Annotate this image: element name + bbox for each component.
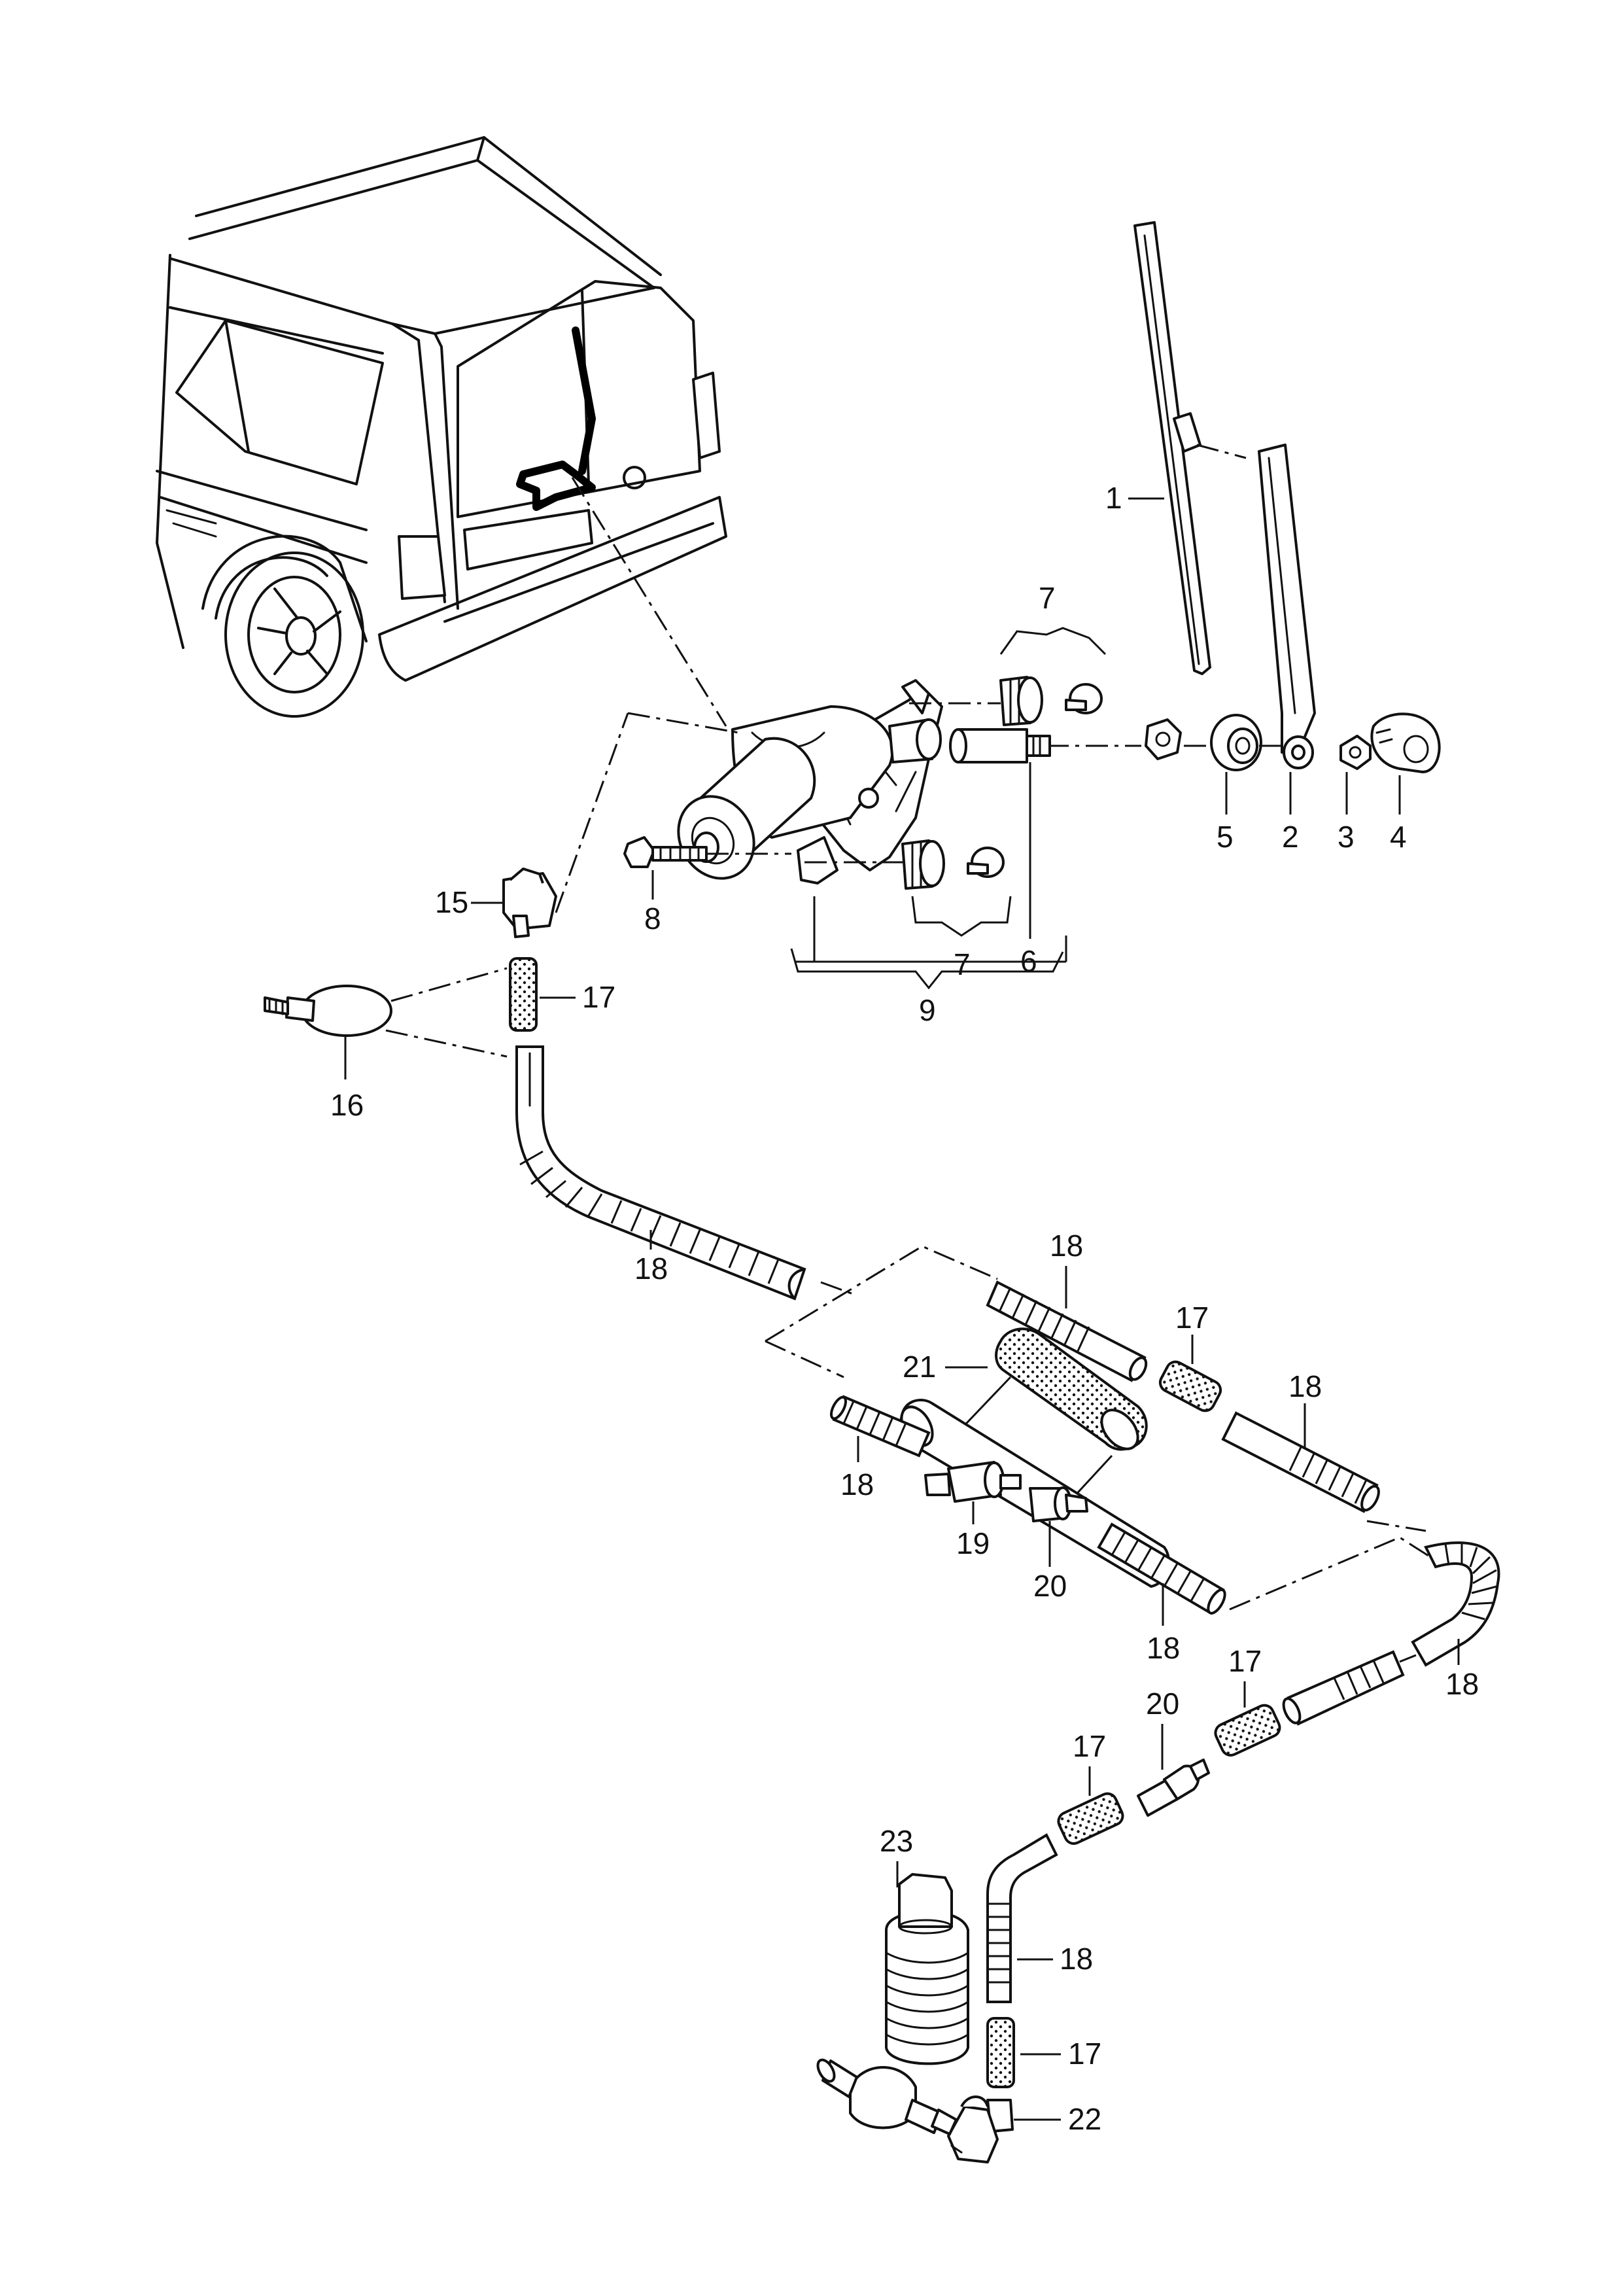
washer-hose-icon [829,1395,931,1458]
washer-pump-icon [816,1873,969,2135]
washer-hose-icon [1221,1411,1380,1513]
spindle-icon [949,728,1051,763]
elbow-connector-icon [947,2095,1014,2164]
callout-18-mid-lower: 18 [1147,1631,1180,1665]
callout-23: 23 [880,1824,913,1858]
bolt-icon [623,836,791,868]
callout-2: 2 [1282,820,1299,854]
callout-17-top: 17 [582,980,615,1014]
callout-17-bottom: 17 [1068,2037,1101,2071]
hose-sleeve-icon [1057,1792,1124,1845]
callout-20-mid: 20 [1033,1569,1067,1603]
nozzle-connector-icon [502,712,629,938]
washer-icon [1145,718,1182,760]
callout-18-top: 18 [634,1252,668,1286]
rubber-bushing-icon [909,676,1103,726]
callout-3: 3 [1338,820,1355,854]
callout-17-mid: 17 [1175,1301,1209,1335]
hose-connector-icon [1137,1759,1210,1817]
washer-hose-icon [1411,1541,1500,1667]
bracket-7-lower [911,896,1012,937]
callout-8: 8 [644,902,661,936]
hose-sleeve-icon [1214,1704,1281,1757]
check-valve-icon [924,1461,1022,1503]
van-rear-view-icon [156,136,727,727]
callout-18-mid-left: 18 [840,1467,874,1501]
washer-hose-icon [515,1045,857,1301]
protective-sleeve-icon [995,1327,1148,1451]
callout-4: 4 [1390,820,1407,854]
callout-7-lower: 7 [954,947,971,981]
wiper-blade-icon [1133,221,1247,675]
callout-18-mid-upper: 18 [1050,1229,1083,1263]
hose-sleeve-icon [1158,1360,1222,1412]
callout-18-mid-right: 18 [1288,1369,1322,1403]
hose-sleeve-icon [509,957,538,1032]
cap-icon [1370,712,1441,773]
washer-hose-icon [986,1280,1148,1382]
callout-22: 22 [1068,2102,1101,2136]
rubber-bushing-icon [804,839,1005,890]
grommet-icon [1210,714,1262,771]
cable-tie-icon [264,967,508,1058]
callout-19: 19 [956,1526,990,1560]
callout-18-right: 18 [1445,1667,1479,1701]
washer-hose-icon [1282,1650,1405,1726]
callout-17-lower-mid: 17 [1073,1729,1106,1763]
callout-16: 16 [330,1088,364,1122]
callout-7-upper: 7 [1039,581,1056,615]
callout-21: 21 [903,1350,936,1384]
wiper-arm-icon [1258,444,1316,769]
washer-hose-icon [986,1833,1058,2003]
callout-15: 15 [435,885,468,919]
bracket-7-upper [999,627,1107,656]
bracket-9 [795,896,1067,963]
callout-20-lower: 20 [1146,1687,1179,1721]
bracket-9-base [790,948,1064,990]
washer-hose-icon [1097,1522,1226,1615]
callout-9: 9 [919,993,936,1027]
hose-sleeve-icon [986,2017,1015,2088]
wiper-motor-icon [627,679,943,885]
callout-17-right: 17 [1228,1644,1262,1678]
callout-1: 1 [1105,481,1122,515]
nut-icon [1339,735,1372,770]
callout-18-lower: 18 [1060,1942,1093,1976]
hose-connector-icon [1029,1486,1088,1522]
callout-5: 5 [1217,820,1234,854]
